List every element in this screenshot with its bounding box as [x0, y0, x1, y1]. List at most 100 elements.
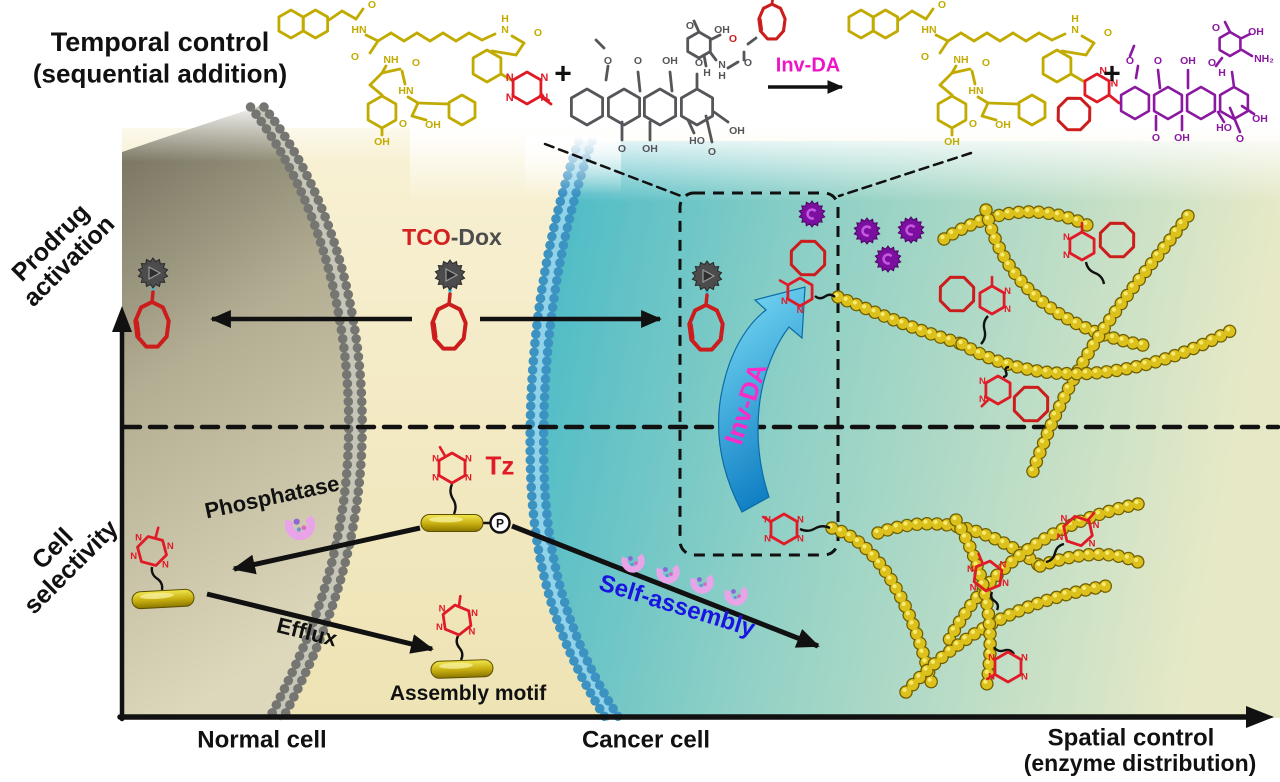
svg-text:N: N	[432, 454, 439, 465]
svg-text:HO: HO	[689, 135, 705, 147]
svg-text:OH: OH	[944, 136, 960, 148]
arrow-self-assembly	[511, 523, 820, 649]
svg-text:HO: HO	[1216, 122, 1232, 134]
tz-label: Tz	[485, 450, 515, 481]
assembly-motif-label: Assembly motif	[389, 681, 547, 705]
svg-text:O: O	[921, 51, 929, 63]
svg-text:H: H	[718, 70, 726, 82]
pyridazine-cyclooctane-adduct: NN	[938, 275, 1011, 316]
plus-right: +	[1103, 57, 1121, 91]
svg-text:O: O	[368, 0, 376, 11]
inv-da-swoosh-arrow	[717, 286, 806, 513]
svg-text:N: N	[162, 559, 169, 570]
svg-text:HN: HN	[921, 24, 936, 36]
svg-text:N: N	[781, 296, 788, 307]
svg-text:N: N	[436, 622, 443, 633]
plus-left: +	[554, 57, 572, 91]
normal-cell-region	[122, 107, 356, 718]
temporal-control-title: Temporal control	[50, 26, 270, 57]
svg-text:N: N	[1093, 520, 1100, 531]
svg-text:HN: HN	[351, 24, 366, 36]
svg-text:OH: OH	[995, 119, 1011, 131]
dox-molecule-ball-purple	[798, 200, 826, 228]
svg-text:HN: HN	[968, 85, 983, 97]
svg-text:N: N	[1000, 559, 1007, 570]
phosphatase-enzyme-blob	[284, 509, 316, 541]
svg-text:N: N	[797, 305, 804, 316]
svg-text:OH: OH	[642, 143, 658, 155]
svg-text:N: N	[130, 551, 137, 562]
dashed-guides	[121, 142, 1280, 557]
svg-text:N: N	[469, 627, 476, 638]
svg-text:O: O	[695, 57, 703, 69]
svg-text:O: O	[618, 143, 626, 155]
svg-text:N: N	[970, 583, 977, 594]
svg-text:N: N	[1002, 578, 1009, 589]
svg-text:O: O	[1236, 133, 1244, 145]
spatial-control-title: Spatial control	[1047, 724, 1215, 752]
svg-text:N: N	[797, 515, 804, 526]
normal-cell-membrane	[245, 102, 367, 723]
tco-label-part: TCO	[402, 223, 451, 250]
arrow-phosphatase-cleavage	[232, 525, 421, 575]
svg-text:N: N	[471, 608, 478, 619]
inv-da-scheme-label: Inv-DA	[775, 54, 841, 77]
svg-text:OH: OH	[1252, 113, 1268, 125]
svg-text:N: N	[797, 534, 804, 545]
svg-text:H: H	[501, 13, 509, 25]
callout-line-left	[543, 142, 683, 198]
arrow-efflux	[206, 591, 434, 654]
assembly-motif-rod	[430, 659, 494, 679]
svg-text:N: N	[1004, 304, 1011, 315]
svg-text:N: N	[1071, 24, 1079, 36]
svg-text:O: O	[534, 27, 542, 39]
svg-text:N: N	[501, 24, 509, 36]
svg-text:N: N	[432, 473, 439, 484]
svg-text:N: N	[465, 454, 472, 465]
svg-text:N: N	[1063, 250, 1070, 261]
svg-text:O: O	[729, 33, 737, 45]
callout-line-right	[837, 151, 973, 198]
pyridazine-cyclooctane-adduct: NN	[1063, 221, 1136, 262]
svg-text:N: N	[506, 92, 514, 104]
tco-dox-label: TCO-Dox	[402, 225, 502, 249]
phosphatase-enzyme-blob	[690, 570, 714, 594]
svg-text:O: O	[604, 55, 612, 67]
svg-text:N: N	[540, 72, 548, 84]
dox-molecule-ball-gray	[691, 260, 723, 292]
svg-text:O: O	[1104, 27, 1112, 39]
svg-text:O: O	[399, 118, 407, 130]
cancer-cell-label: Cancer cell	[581, 726, 711, 754]
tz-peptide-structure: OHNHNOONHOHNOOHOHNNNN	[277, 0, 553, 148]
phosphatase-enzyme-blob	[656, 560, 680, 584]
svg-text:N: N	[988, 653, 995, 664]
pyridazine-cyclooctane-adduct: NN	[778, 239, 827, 316]
svg-text:N: N	[465, 473, 472, 484]
svg-text:N: N	[1063, 232, 1070, 243]
phosphatase-enzyme-blob	[724, 582, 748, 606]
dox-molecule-ball-purple	[853, 217, 881, 245]
svg-text:O: O	[1212, 22, 1220, 34]
dox-molecule-ball-gray	[137, 257, 169, 289]
svg-text:OH: OH	[1174, 132, 1190, 144]
y-axis-arrowhead	[112, 306, 132, 332]
svg-text:O: O	[1152, 132, 1160, 144]
nanofiber-network	[825, 203, 1239, 699]
svg-text:N: N	[135, 533, 142, 544]
svg-text:OH: OH	[374, 136, 390, 148]
svg-text:N: N	[1004, 286, 1011, 297]
membrane-top-fade	[525, 136, 621, 194]
svg-text:NH: NH	[383, 54, 398, 66]
svg-text:NH₂: NH₂	[1254, 53, 1274, 65]
svg-text:N: N	[439, 603, 446, 614]
assembly-motif-rod	[131, 588, 195, 610]
svg-text:N: N	[1099, 65, 1107, 77]
arrows	[206, 80, 844, 654]
svg-text:P: P	[496, 517, 504, 531]
svg-text:O: O	[686, 20, 694, 32]
